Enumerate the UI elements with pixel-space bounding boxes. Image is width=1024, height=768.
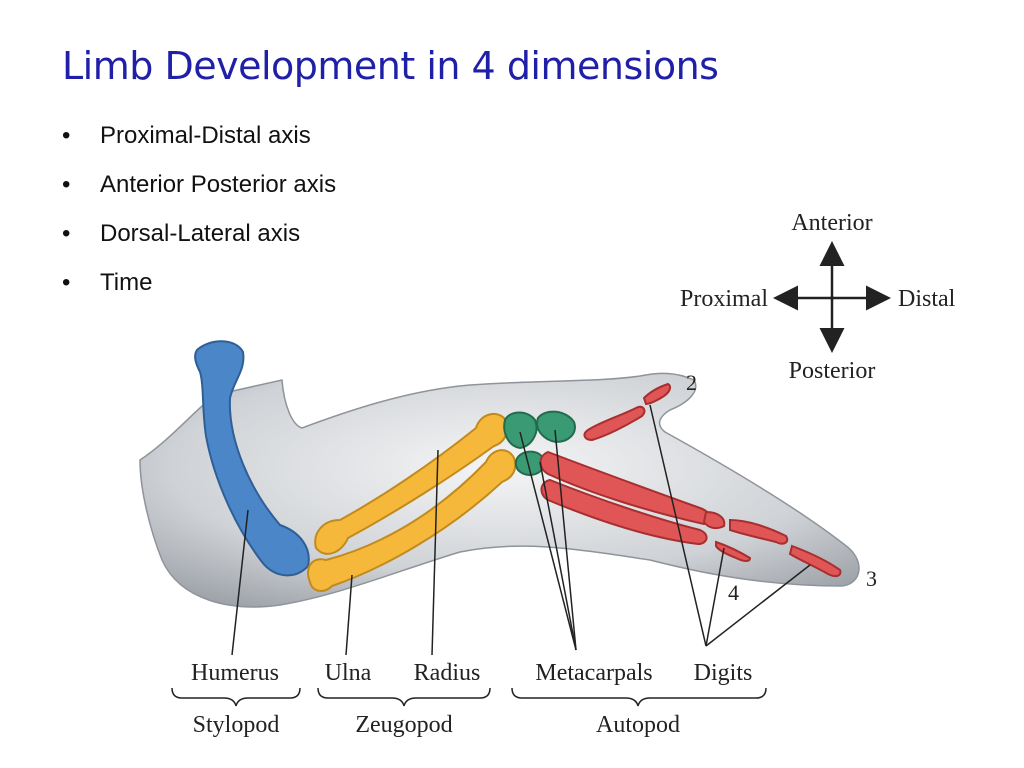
- compass-distal-label: Distal: [898, 286, 956, 312]
- compass-proximal-label: Proximal: [680, 286, 768, 312]
- digit-2-label: 2: [686, 370, 697, 395]
- bullet-item: Time: [62, 265, 336, 314]
- radius-label: Radius: [414, 660, 481, 686]
- humerus-label: Humerus: [191, 660, 279, 686]
- digit-3-label: 3: [866, 566, 877, 591]
- digit-4-label: 4: [728, 580, 739, 605]
- carpal-bones: [503, 410, 576, 476]
- bullet-list: Proximal-Distal axis Anterior Posterior …: [62, 118, 336, 314]
- radius-bone: [314, 412, 508, 555]
- zeugopod-label: Zeugopod: [355, 712, 452, 738]
- autopod-label: Autopod: [596, 712, 680, 738]
- compass-posterior-label: Posterior: [789, 358, 876, 384]
- bullet-item: Proximal-Distal axis: [62, 118, 336, 167]
- ulna-bone: [307, 449, 517, 592]
- bullet-item: Anterior Posterior axis: [62, 167, 336, 216]
- digit-bones: [539, 382, 842, 578]
- ulna-label: Ulna: [325, 660, 372, 686]
- stylopod-label: Stylopod: [193, 712, 280, 738]
- digits-label: Digits: [694, 660, 753, 686]
- metacarpals-label: Metacarpals: [535, 660, 652, 686]
- compass-anterior-label: Anterior: [791, 210, 872, 236]
- segment-braces: [171, 687, 767, 707]
- leader-lines: [231, 404, 811, 656]
- axis-compass: Anterior Posterior Proximal Distal: [680, 210, 956, 384]
- humerus-bone: [194, 340, 310, 577]
- bullet-item: Dorsal-Lateral axis: [62, 216, 336, 265]
- slide-title: Limb Development in 4 dimensions: [62, 44, 719, 88]
